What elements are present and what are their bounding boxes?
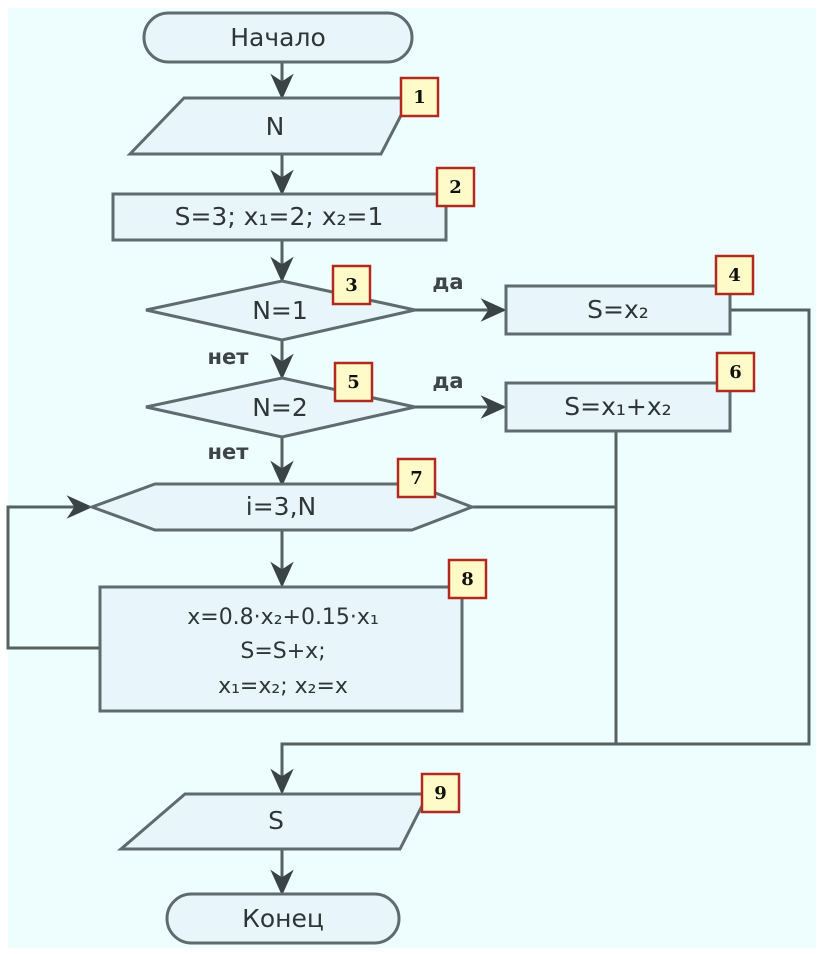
block-6-label: S=x₁+x₂ [564, 392, 671, 421]
number-badge-2-text: 2 [449, 177, 462, 198]
block-8-line-3: x₁=x₂; x₂=x [218, 674, 348, 699]
block-2-label: S=3; x₁=2; x₂=1 [175, 202, 384, 231]
number-badge-4: 4 [714, 254, 755, 296]
block-5-yes-label: да [432, 369, 463, 393]
number-badge-1: 1 [399, 76, 440, 118]
block-9-output: S [116, 792, 431, 851]
block-7-label: i=3,N [246, 492, 316, 521]
block-5-label: N=2 [252, 393, 308, 422]
number-badge-5-text: 5 [347, 372, 360, 393]
edge-merge-to-b9 [270, 742, 616, 795]
number-badge-3: 3 [331, 264, 372, 306]
number-badge-1-text: 1 [413, 87, 426, 108]
number-badge-3-text: 3 [345, 275, 358, 296]
number-badge-5: 5 [333, 361, 374, 403]
block-8-process: x=0.8·x₂+0.15·x₁ S=S+x; x₁=x₂; x₂=x [98, 585, 464, 713]
number-badge-4-text: 4 [728, 265, 741, 286]
number-badge-2: 2 [435, 166, 476, 208]
number-badge-6-text: 6 [729, 362, 742, 383]
number-badge-7-text: 7 [410, 468, 423, 489]
block-9-label: S [268, 806, 284, 835]
block-3-label: N=1 [252, 296, 308, 325]
number-badge-8-text: 8 [461, 569, 474, 590]
connectors [6, 63, 811, 896]
block-5-no-label: нет [208, 440, 250, 464]
start-label: Начало [230, 23, 325, 52]
block-8-line-2: S=S+x; [240, 639, 325, 664]
block-3-no-label: нет [208, 345, 250, 369]
start-terminator: Начало [142, 11, 414, 64]
block-7-loop: i=3,N [87, 482, 477, 532]
edge-b4-right-down [616, 308, 811, 746]
number-badge-9-text: 9 [434, 783, 447, 804]
block-4-label: S=x₂ [587, 295, 649, 324]
block-5-decision: N=2 [145, 376, 416, 439]
end-terminator: Конец [165, 892, 401, 945]
block-4-process: S=x₂ [504, 284, 732, 336]
number-badge-8: 8 [447, 558, 488, 600]
block-3-decision: N=1 [145, 279, 416, 342]
block-3-yes-label: да [432, 270, 463, 294]
edge-b8-loop-back-to-b7 [6, 495, 99, 650]
number-badge-7: 7 [396, 457, 437, 499]
block-8-line-1: x=0.8·x₂+0.15·x₁ [187, 605, 379, 630]
block-1-input: N [126, 96, 413, 156]
block-6-process: S=x₁+x₂ [504, 381, 732, 433]
block-1-label: N [266, 112, 285, 141]
block-2-process: S=3; x₁=2; x₂=1 [111, 192, 448, 242]
end-label: Конец [242, 904, 324, 933]
number-badge-6: 6 [715, 351, 756, 393]
number-badge-9: 9 [420, 772, 461, 814]
